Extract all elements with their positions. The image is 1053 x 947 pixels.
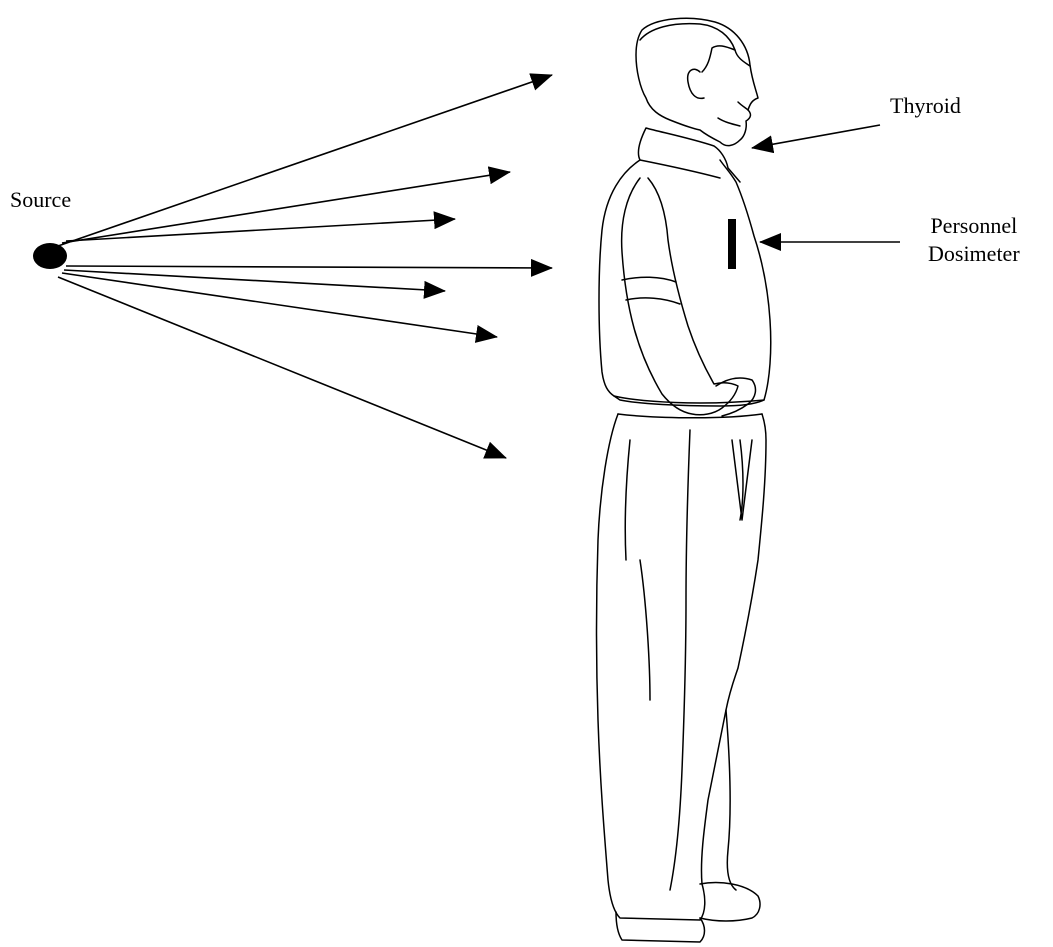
man-arm <box>622 178 738 415</box>
man-collar <box>638 128 740 182</box>
dosimeter-label-line1: Personnel <box>928 212 1020 240</box>
man-face-detail <box>718 50 750 126</box>
standing-man-figure <box>597 18 771 942</box>
radiation-source-dot <box>33 243 67 269</box>
man-shoe-front <box>700 883 760 922</box>
thyroid-pointer-arrow <box>752 125 880 148</box>
man-cuff <box>622 277 680 304</box>
man-shoe-back <box>616 912 705 942</box>
radiation-rays <box>58 75 552 458</box>
source-label: Source <box>10 186 71 214</box>
ray-2 <box>62 172 510 243</box>
ray-1 <box>58 75 552 246</box>
ray-5 <box>64 270 445 291</box>
ray-4 <box>66 266 552 268</box>
ray-7 <box>58 277 506 458</box>
man-belt <box>614 396 764 418</box>
dosimeter-label-line2: Dosimeter <box>928 240 1020 268</box>
personnel-dosimeter <box>728 219 736 269</box>
man-hair <box>640 24 735 72</box>
man-hand <box>716 378 755 416</box>
man-trousers <box>597 414 767 920</box>
man-inner-leg <box>670 430 736 890</box>
thyroid-label: Thyroid <box>890 92 961 120</box>
personnel-dosimeter-label: Personnel Dosimeter <box>928 212 1020 268</box>
man-ear <box>688 69 704 98</box>
